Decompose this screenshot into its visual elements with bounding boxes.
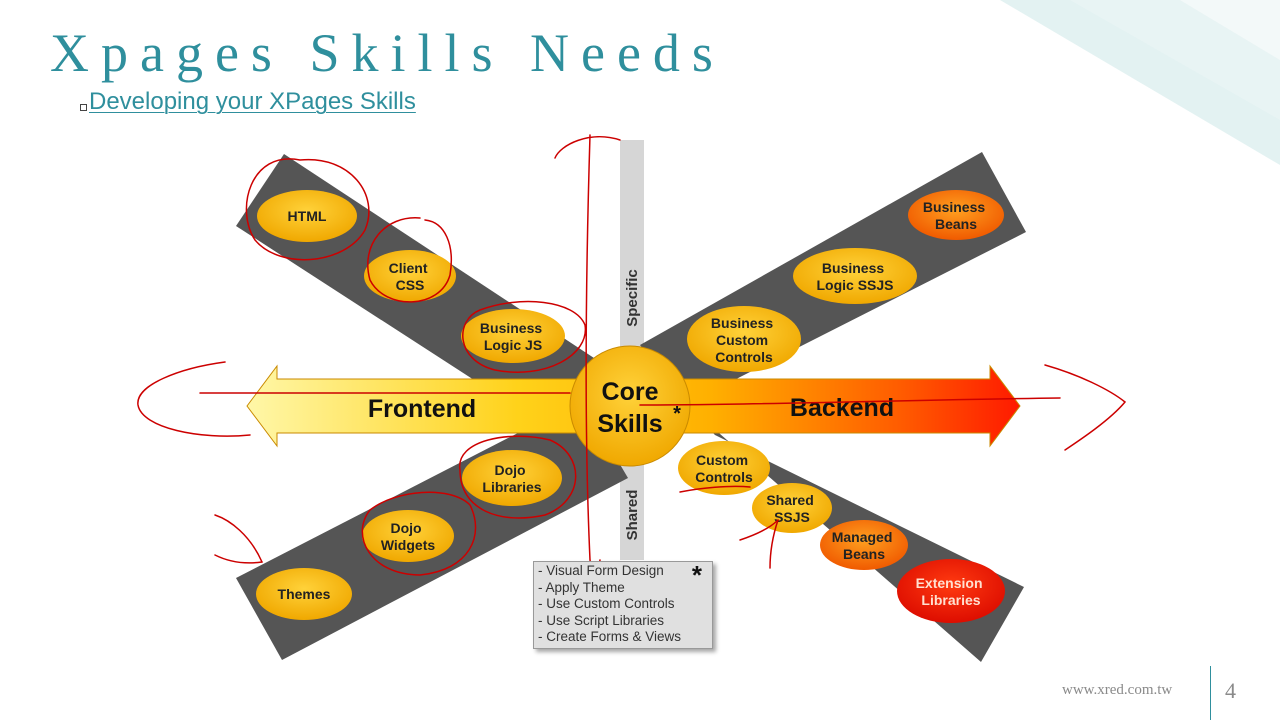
svg-text:Themes: Themes — [278, 586, 331, 602]
node-client-css: Client CSS — [364, 250, 456, 302]
node-shared-ssjs: Shared SSJS — [752, 483, 832, 533]
legend-box: - Visual Form Design - Apply Theme - Use… — [533, 560, 713, 649]
node-business-logic-ssjs: Business Logic SSJS — [793, 248, 917, 304]
arrow-label-frontend: Frontend — [368, 395, 476, 423]
svg-text:Dojo Libraries: Dojo Libraries — [482, 462, 541, 495]
core-label-line2: Skills — [597, 410, 662, 438]
svg-text:HTML: HTML — [288, 208, 327, 224]
svg-text:Client CSS: Client CSS — [389, 260, 432, 293]
footer-divider — [1210, 666, 1211, 720]
subtitle-link[interactable]: Developing your XPages Skills — [89, 88, 416, 115]
node-themes: Themes — [256, 568, 352, 620]
node-html: HTML — [257, 190, 357, 242]
node-extension-libraries: Extension Libraries — [897, 559, 1005, 623]
node-business-beans: Business Beans — [908, 190, 1004, 240]
subtitle-row: Developing your XPages Skills — [80, 88, 416, 116]
axis-label-specific: Specific — [624, 269, 641, 327]
node-dojo-libraries: Dojo Libraries — [462, 450, 562, 506]
arrow-label-backend: Backend — [790, 394, 894, 422]
corner-decoration — [1000, 0, 1280, 165]
svg-text:Dojo Widgets: Dojo Widgets — [381, 520, 436, 553]
svg-text:Business Logic JS: Business Logic JS — [480, 320, 546, 353]
legend-item: - Use Custom Controls — [538, 596, 675, 611]
node-dojo-widgets: Dojo Widgets — [362, 510, 454, 562]
svg-text:Custom Controls: Custom Controls — [695, 452, 753, 485]
slide-title: Xpages Skills Needs — [50, 23, 725, 83]
page-number: 4 — [1225, 678, 1236, 703]
axis-label-shared: Shared — [624, 490, 641, 541]
red-annotations — [137, 134, 1127, 594]
core-label-line1: Core — [602, 378, 659, 406]
svg-text:Extension Libraries: Extension Libraries — [916, 575, 987, 608]
svg-text:Business Custom Co: Business Custom Controls — [711, 315, 777, 365]
svg-text:Business Logic SSJS: Business Logic SSJS — [816, 260, 893, 293]
footer-site: www.xred.com.tw — [1062, 682, 1173, 698]
node-business-custom-controls: Business Custom Controls — [687, 306, 801, 372]
svg-text:Shared SSJS: Shared SSJS — [766, 492, 817, 525]
legend-item: - Create Forms & Views — [538, 629, 682, 644]
core-skills-circle — [569, 345, 691, 467]
svg-text:Business Beans: Business Beans — [923, 199, 989, 232]
node-custom-controls: Custom Controls — [678, 441, 770, 495]
node-managed-beans: Managed Beans — [820, 520, 908, 570]
legend-item: - Apply Theme — [538, 579, 625, 595]
bullet-icon — [80, 103, 87, 111]
legend-item: - Use Script Libraries — [538, 612, 665, 628]
core-star: * — [673, 403, 681, 425]
node-business-logic-js: Business Logic JS — [461, 309, 565, 363]
legend-star: * — [691, 560, 702, 590]
legend-item: - Visual Form Design — [538, 563, 664, 578]
svg-text:Managed Beans: Managed Beans — [832, 529, 897, 562]
